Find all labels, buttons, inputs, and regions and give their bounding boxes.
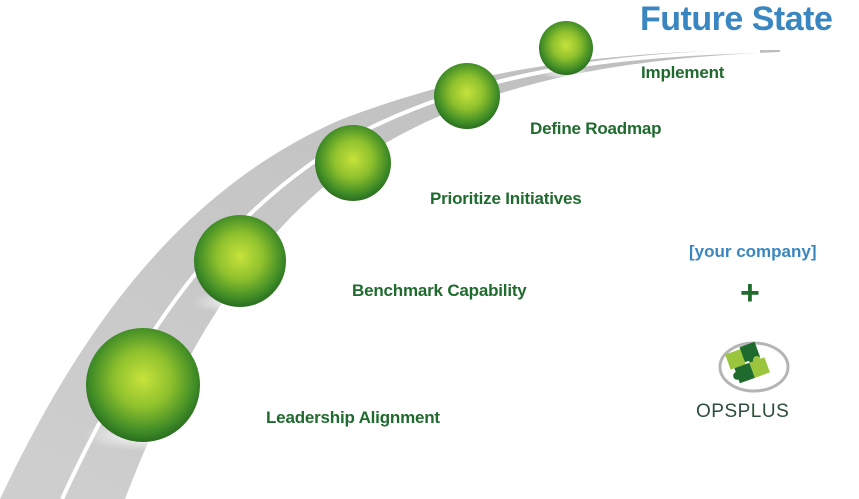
puzzle-pieces-icon <box>718 341 790 393</box>
company-placeholder: [your company] <box>689 242 817 261</box>
step-label-define-roadmap: Define Roadmap <box>530 119 662 138</box>
plus-sign: + <box>740 274 760 312</box>
step-label-prioritize-initiatives: Prioritize Initiatives <box>430 189 582 208</box>
sphere-implement <box>539 21 593 75</box>
page-title: Future State <box>640 0 833 38</box>
sphere-benchmark-capability <box>194 215 286 307</box>
sphere-prioritize-initiatives <box>315 125 391 201</box>
sphere-leadership-alignment <box>86 328 200 442</box>
step-label-benchmark-capability: Benchmark Capability <box>352 281 527 300</box>
step-label-implement: Implement <box>641 63 725 82</box>
opsplus-logo-text: OPSPLUS <box>696 401 790 422</box>
step-label-leadership-alignment: Leadership Alignment <box>266 408 440 427</box>
sphere-define-roadmap <box>434 63 500 129</box>
road <box>0 50 780 499</box>
